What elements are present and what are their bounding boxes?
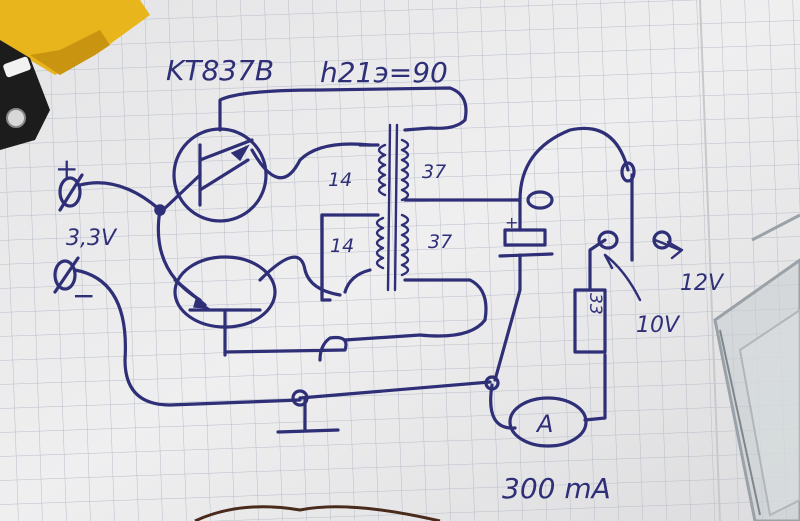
winding-a-bottom-label: 14: [330, 235, 354, 257]
resistor: [573, 288, 607, 354]
yellow-tool-object: [0, 0, 150, 150]
winding-b-bottom-label: 37: [428, 231, 452, 253]
terminal-12v: [620, 161, 672, 250]
circuit-labels: 14 37 14 37 + − 3,3V + 12V 10V 33 A 300 …: [55, 152, 725, 505]
terminal-cap-out: [526, 190, 554, 210]
capacitor: [498, 218, 554, 258]
terminal-plus: [58, 173, 84, 212]
title-param: h21э=90: [320, 56, 448, 89]
terminal-minus: [53, 256, 80, 294]
output-12v-label: 12V: [680, 271, 725, 296]
plus-sign: +: [55, 152, 78, 185]
glass-block-object: [713, 213, 800, 521]
ammeter: [508, 396, 588, 448]
junction-dots: [154, 204, 500, 407]
terminal-10v: [597, 230, 619, 250]
cap-plus-label: +: [505, 213, 518, 232]
supply-voltage-label: 3,3V: [66, 226, 118, 251]
minus-sign: −: [72, 279, 95, 312]
page-edge: [699, 0, 721, 521]
transformer: [320, 123, 410, 297]
resistor-value-label: 33: [585, 293, 605, 315]
title-block: KT837B h21э=90: [166, 54, 448, 89]
output-10v-label: 10V: [636, 313, 681, 338]
current-reading-label: 300 mA: [502, 472, 611, 505]
winding-a-top-label: 14: [328, 169, 352, 191]
winding-b-top-label: 37: [422, 161, 446, 183]
ammeter-symbol: A: [535, 410, 553, 438]
title-part: KT837B: [166, 54, 274, 87]
stray-wire: [194, 505, 441, 521]
